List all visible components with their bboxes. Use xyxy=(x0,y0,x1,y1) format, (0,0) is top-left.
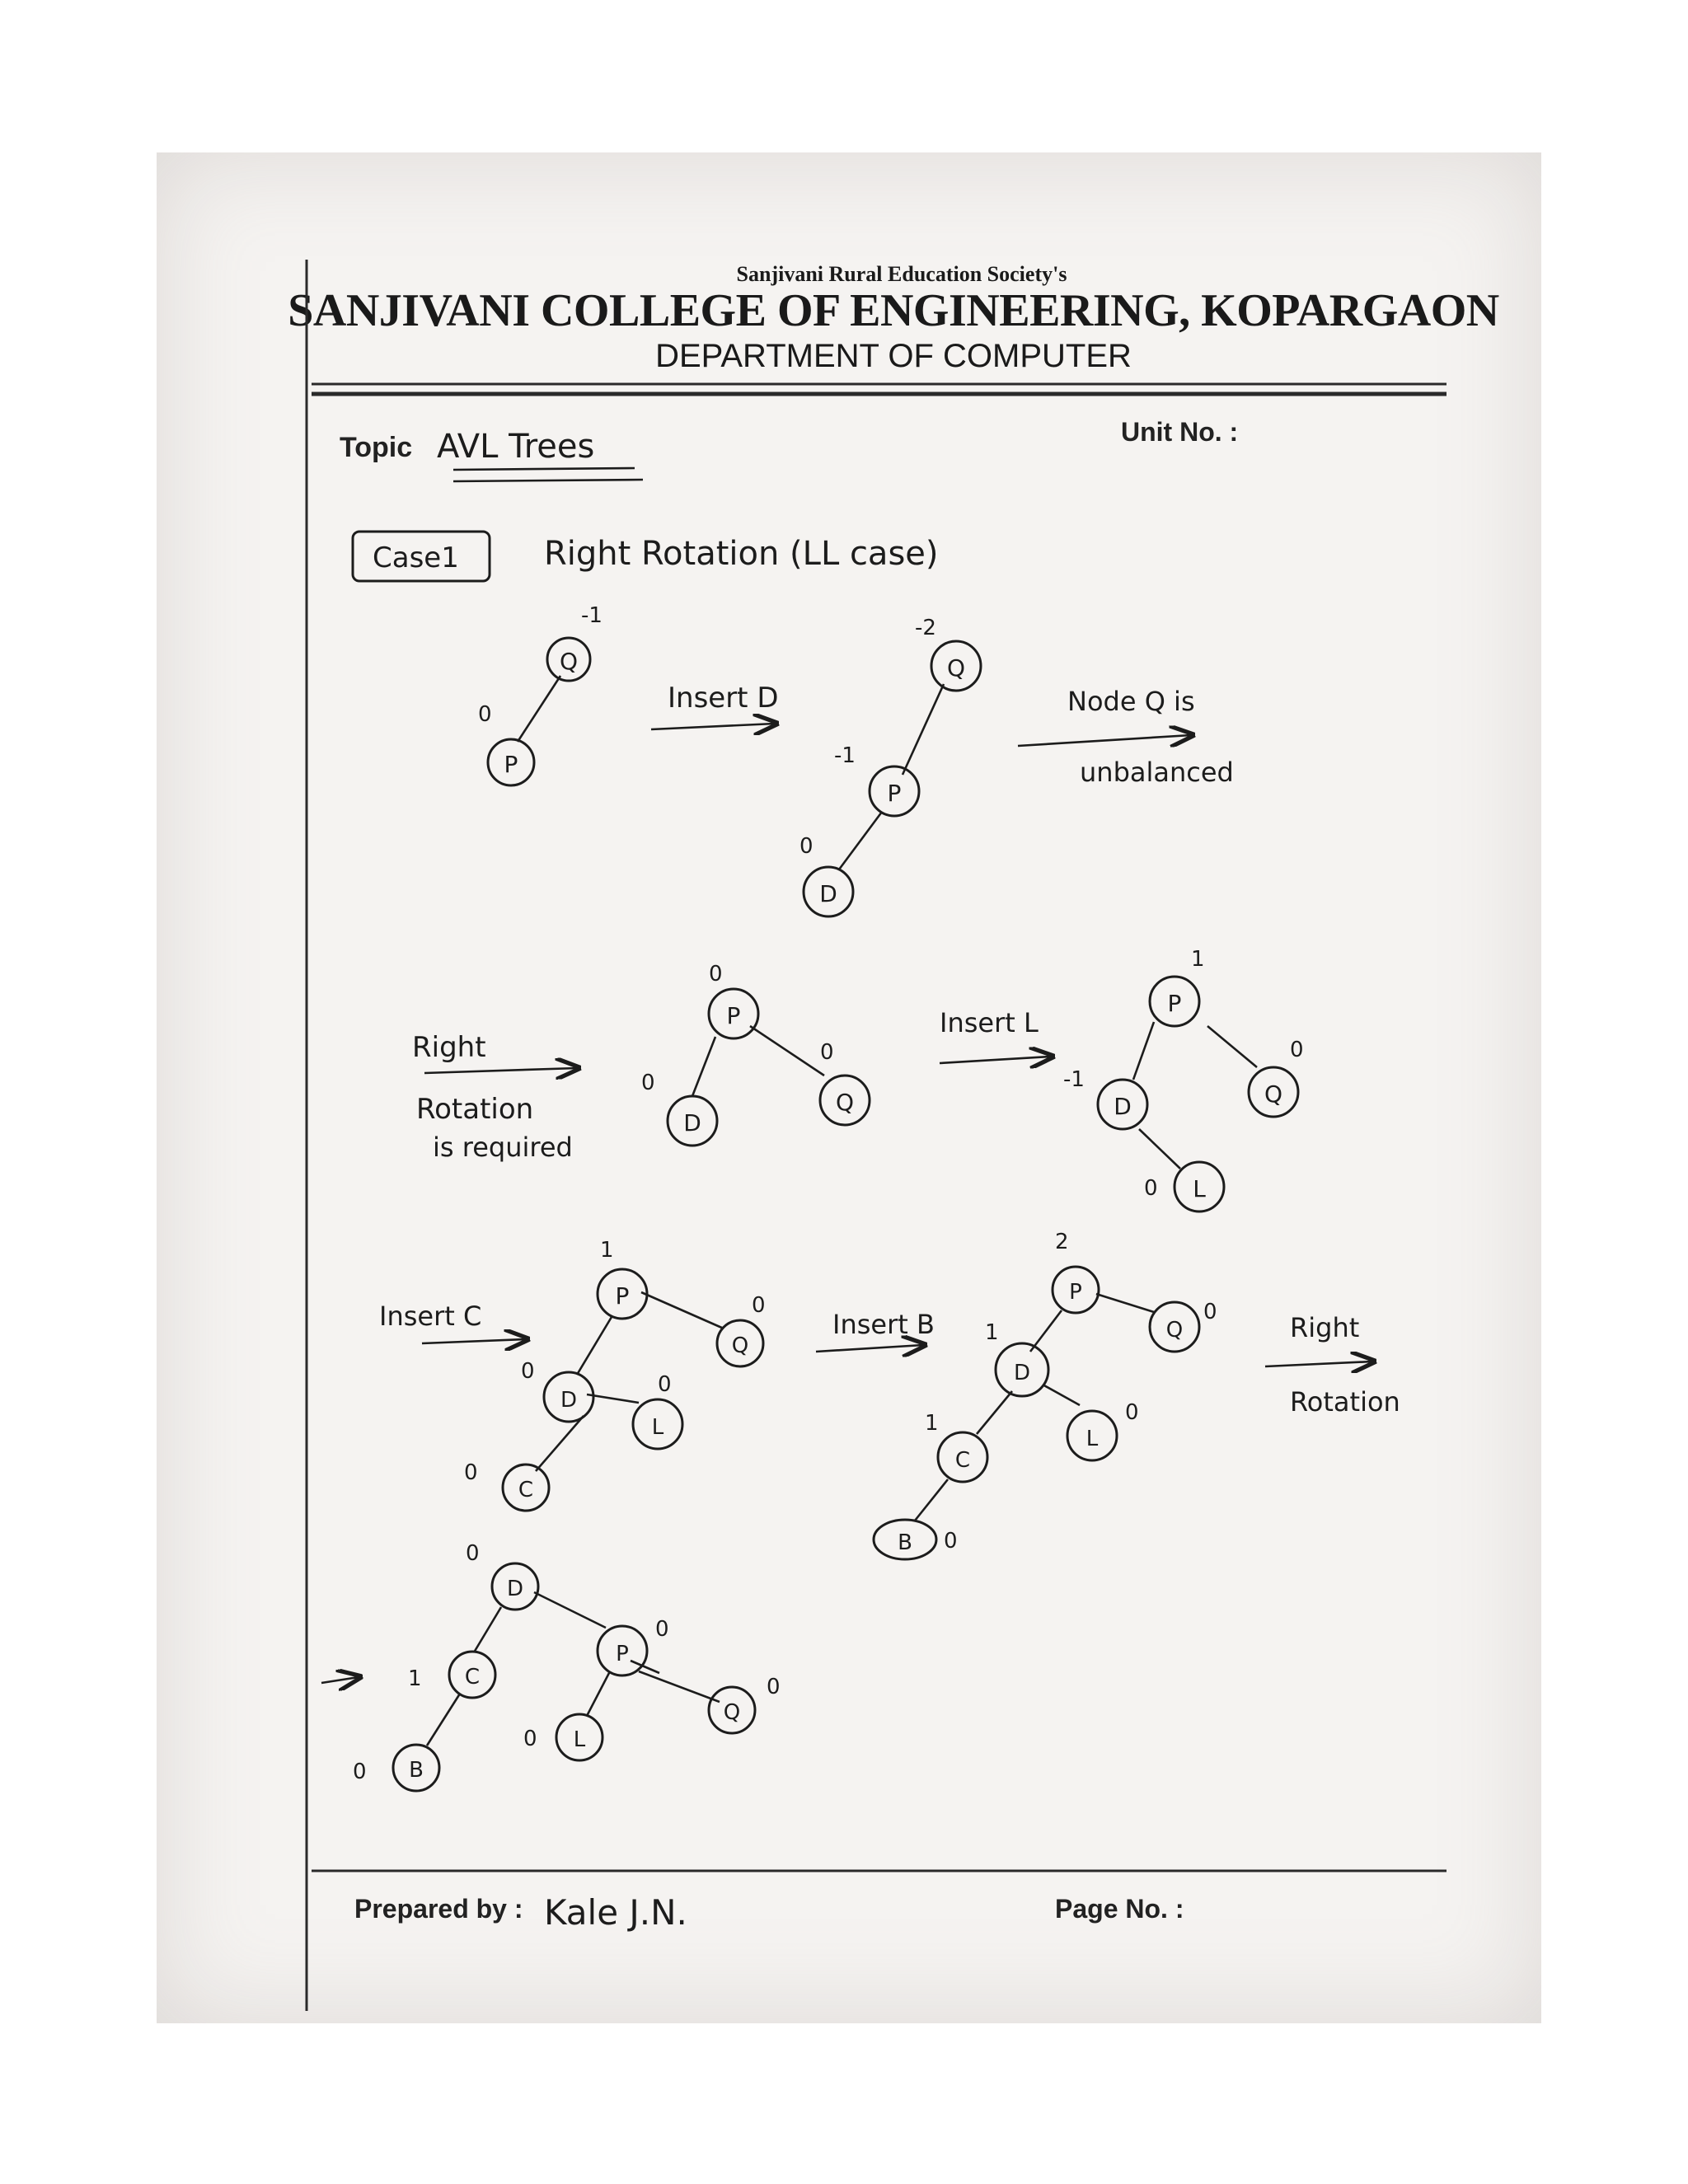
svg-text:P: P xyxy=(616,1642,629,1666)
svg-text:Q: Q xyxy=(947,654,965,682)
right-rotation-required-3: is required xyxy=(433,1132,573,1163)
svg-text:L: L xyxy=(652,1415,664,1440)
svg-text:-1: -1 xyxy=(581,603,603,628)
svg-text:0: 0 xyxy=(466,1541,480,1566)
svg-text:D: D xyxy=(560,1388,577,1413)
insert-b-label: Insert B xyxy=(832,1309,935,1340)
svg-text:1: 1 xyxy=(408,1666,422,1691)
svg-text:-2: -2 xyxy=(915,616,936,640)
node-q-unbalanced-line2: unbalanced xyxy=(1080,757,1234,788)
svg-text:P: P xyxy=(616,1282,630,1310)
right-rotation-required-1: Right xyxy=(412,1031,486,1064)
svg-text:0: 0 xyxy=(655,1617,669,1642)
department-name: DEPARTMENT OF COMPUTER xyxy=(655,338,1132,374)
svg-text:0: 0 xyxy=(353,1760,367,1784)
svg-text:0: 0 xyxy=(641,1071,655,1095)
svg-text:Q: Q xyxy=(732,1333,748,1358)
case-label: Case1 xyxy=(373,541,459,574)
tree-3: P 0 D 0 Q 0 xyxy=(641,962,871,1147)
case-box xyxy=(351,530,491,583)
paper-sheet xyxy=(157,152,1541,2023)
svg-text:B: B xyxy=(898,1530,912,1555)
svg-text:L: L xyxy=(1193,1175,1206,1202)
college-name: SANJIVANI COLLEGE OF ENGINEERING, KOPARG… xyxy=(288,285,1499,336)
right-rotation-b-1: Right xyxy=(1290,1312,1359,1343)
insert-d-label: Insert D xyxy=(668,682,779,715)
svg-text:0: 0 xyxy=(944,1529,958,1554)
svg-text:0: 0 xyxy=(709,962,723,987)
svg-text:D: D xyxy=(507,1577,523,1601)
prepared-by-value: Kale J.N. xyxy=(544,1892,687,1933)
svg-text:Q: Q xyxy=(1166,1318,1183,1343)
tree-2: Q -2 P -1 D 0 xyxy=(799,616,982,918)
right-rotation-required-2: Rotation xyxy=(416,1093,533,1126)
tree-4: P 1 D -1 Q 0 L 0 xyxy=(1063,947,1304,1213)
svg-text:0: 0 xyxy=(1203,1300,1217,1324)
svg-text:P: P xyxy=(1069,1280,1082,1305)
svg-text:Q: Q xyxy=(724,1700,740,1725)
society-name: Sanjivani Rural Education Society's xyxy=(736,262,1067,286)
svg-text:D: D xyxy=(819,880,837,907)
svg-text:-1: -1 xyxy=(1063,1067,1085,1092)
right-rotation-b-2: Rotation xyxy=(1290,1386,1400,1418)
svg-text:P: P xyxy=(888,780,902,807)
case-heading: Right Rotation (LL case) xyxy=(544,535,939,573)
svg-text:1: 1 xyxy=(1191,947,1205,972)
svg-text:L: L xyxy=(1086,1427,1099,1451)
svg-text:1: 1 xyxy=(985,1320,999,1345)
tree-6: P 2 D 1 Q 0 C 1 L 0 B 0 xyxy=(872,1230,1217,1561)
svg-text:0: 0 xyxy=(1290,1038,1304,1062)
svg-text:0: 0 xyxy=(1125,1400,1139,1425)
svg-text:0: 0 xyxy=(820,1040,834,1065)
tree-1: Q -1 P 0 xyxy=(478,603,603,787)
svg-text:P: P xyxy=(1168,990,1182,1017)
svg-text:0: 0 xyxy=(523,1727,537,1751)
insert-l-label: Insert L xyxy=(940,1007,1039,1038)
svg-text:L: L xyxy=(574,1727,586,1752)
svg-text:0: 0 xyxy=(478,702,492,727)
node-q-unbalanced-line1: Node Q is xyxy=(1067,686,1195,717)
topic-label: Topic xyxy=(340,432,413,463)
svg-text:Q: Q xyxy=(560,648,578,675)
svg-text:0: 0 xyxy=(521,1359,535,1384)
result-arrow xyxy=(321,1677,359,1683)
svg-text:C: C xyxy=(955,1448,970,1473)
prepared-by-label: Prepared by : xyxy=(354,1894,523,1924)
svg-text:1: 1 xyxy=(600,1238,614,1263)
svg-text:0: 0 xyxy=(752,1293,766,1318)
svg-text:D: D xyxy=(1114,1093,1132,1120)
svg-text:P: P xyxy=(504,751,518,778)
svg-text:P: P xyxy=(727,1002,741,1029)
svg-text:Q: Q xyxy=(836,1089,854,1116)
svg-text:0: 0 xyxy=(767,1675,781,1699)
svg-text:0: 0 xyxy=(464,1460,478,1485)
tree-7: D 0 C 1 P 0 Q 0 L 0 B 0 xyxy=(353,1541,781,1793)
svg-text:D: D xyxy=(683,1109,701,1137)
svg-text:0: 0 xyxy=(1144,1176,1158,1201)
svg-text:0: 0 xyxy=(658,1372,672,1397)
unit-label: Unit No. : xyxy=(1121,417,1239,447)
topic-value: AVL Trees xyxy=(437,428,594,466)
page-number-label: Page No. : xyxy=(1055,1894,1184,1924)
svg-text:B: B xyxy=(409,1758,424,1783)
svg-text:-1: -1 xyxy=(834,743,856,768)
tree-5: P 1 Q 0 D 0 L 0 C 0 xyxy=(464,1238,766,1512)
insert-c-label: Insert C xyxy=(379,1301,481,1332)
svg-text:C: C xyxy=(465,1665,480,1690)
svg-text:D: D xyxy=(1014,1361,1030,1385)
svg-text:2: 2 xyxy=(1055,1230,1069,1254)
svg-text:0: 0 xyxy=(799,834,814,859)
svg-text:1: 1 xyxy=(925,1411,939,1436)
svg-text:Q: Q xyxy=(1264,1080,1282,1108)
svg-text:C: C xyxy=(518,1478,533,1502)
